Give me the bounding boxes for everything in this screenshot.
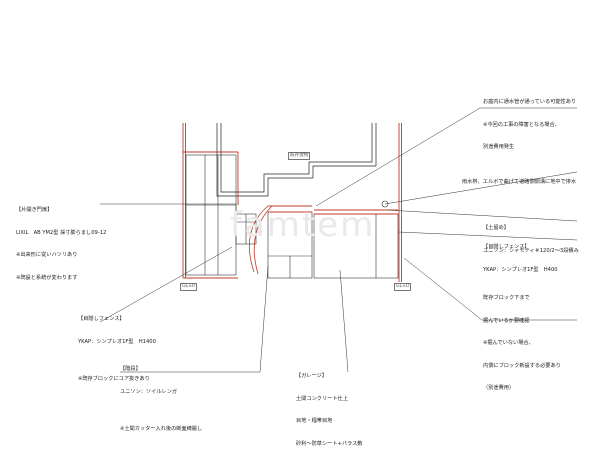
note-gate-title: 【片開き門扉】 bbox=[16, 207, 53, 214]
watermark: famtem bbox=[230, 205, 376, 245]
note-fence-left-title: 【目隠しフェンス】 bbox=[78, 316, 125, 323]
note-gate-line-4: ※既設と系統が変わります bbox=[16, 274, 78, 281]
note-water-pipe-line-1: お庭内に通水管が通っている可能性あり bbox=[483, 99, 577, 106]
step-area bbox=[267, 205, 313, 279]
existing-building-tag: 既存建物 bbox=[288, 152, 311, 160]
note-fence-right-spec: YKAP：シンプレオ1F型 H400 bbox=[483, 266, 558, 273]
note-block-line-1: 既存ブロック下まで bbox=[483, 295, 530, 302]
note-fence-right: 【目隠しフェンス】 YKAP：シンプレオ1F型 H400 bbox=[483, 229, 558, 282]
note-retaining: 【土留め】 ユニソン：シャモティ＃120/2〜3段積み bbox=[483, 210, 579, 263]
note-garage-line-2: 土間コンクリート仕上 bbox=[296, 395, 348, 402]
note-rainwater-line-1: 雨水桝、エルボで曲げて道路側側溝に地中で排水 bbox=[462, 179, 577, 186]
note-garage-line-3: 目地・幅帯目地 bbox=[296, 418, 333, 425]
note-garage: 【ガレージ】 土間コンクリート仕上 目地・幅帯目地 砂利～防草シート+バラス敷 bbox=[296, 358, 363, 456]
garage-area bbox=[313, 209, 399, 279]
gate-area bbox=[235, 213, 257, 245]
note-steps-spec: ユニソン：ソイルレンガ bbox=[120, 388, 178, 395]
left-level-marker: GL±0 bbox=[180, 283, 197, 291]
note-rainwater: 雨水桝、エルボで曲げて道路側側溝に地中で排水 bbox=[462, 164, 576, 194]
note-block: 既存ブロック下まで 掘んでいるか要確認 ※掘んでいない場合、 内側にブロック新設… bbox=[483, 280, 561, 401]
right-level-marker: GL±0 bbox=[394, 283, 411, 291]
note-retaining-spec: ユニソン：シャモティ＃120/2〜3段積み bbox=[483, 247, 579, 254]
note-garage-line-4: 砂利～防草シート+バラス敷 bbox=[296, 440, 363, 447]
existing-building-outline bbox=[216, 123, 377, 197]
note-steps-title: 【階段】 bbox=[120, 366, 141, 373]
curved-path bbox=[248, 205, 273, 275]
note-fence-left: 【目隠しフェンス】 YKAP：シンプレオ1F型 H1400 ※既存ブロックにコア… bbox=[78, 301, 156, 391]
note-fence-right-title: 【目隠しフェンス】 bbox=[483, 244, 530, 251]
note-steps-cut: ※土間カッター入れ後の断面綺麗し bbox=[120, 426, 203, 433]
note-block-line-5: （別途費用） bbox=[483, 385, 515, 392]
note-water-pipe-line-3: 別途費用発生 bbox=[483, 144, 515, 151]
note-gate-spec: LIXIL AB YM2型 採寸膨らまし09-12 bbox=[16, 229, 107, 236]
note-block-line-3: ※掘んでいない場合、 bbox=[483, 340, 534, 347]
note-water-pipe-line-2: ※今回の工事の障害となる場合、 bbox=[483, 121, 560, 128]
note-gate: 【片開き門扉】 LIXIL AB YM2型 採寸膨らまし09-12 ※出来形に従… bbox=[16, 192, 106, 290]
note-water-pipe: お庭内に通水管が通っている可能性あり ※今回の工事の障害となる場合、 別途費用発… bbox=[483, 84, 576, 159]
note-steps: 【階段】 ユニソン：ソイルレンガ ※土間カッター入れ後の断面綺麗し bbox=[120, 351, 202, 441]
note-fence-left-core: ※既存ブロックにコア抜きあり bbox=[78, 376, 150, 383]
note-garage-title: 【ガレージ】 bbox=[296, 373, 328, 380]
note-fence-left-spec: YKAP：シンプレオ1F型 H1400 bbox=[78, 338, 156, 345]
rainwater-inlet bbox=[381, 200, 389, 208]
leader-lines bbox=[99, 107, 578, 373]
note-gate-line-3: ※出来形に従いハツリあり bbox=[16, 252, 78, 259]
note-block-line-2: 掘んでいるか要確認 bbox=[483, 317, 530, 324]
boundary-walls bbox=[182, 123, 402, 282]
note-retaining-title: 【土留め】 bbox=[483, 225, 509, 232]
note-block-line-4: 内側にブロック新設する必要あり bbox=[483, 362, 561, 369]
left-planting-area bbox=[185, 154, 237, 276]
